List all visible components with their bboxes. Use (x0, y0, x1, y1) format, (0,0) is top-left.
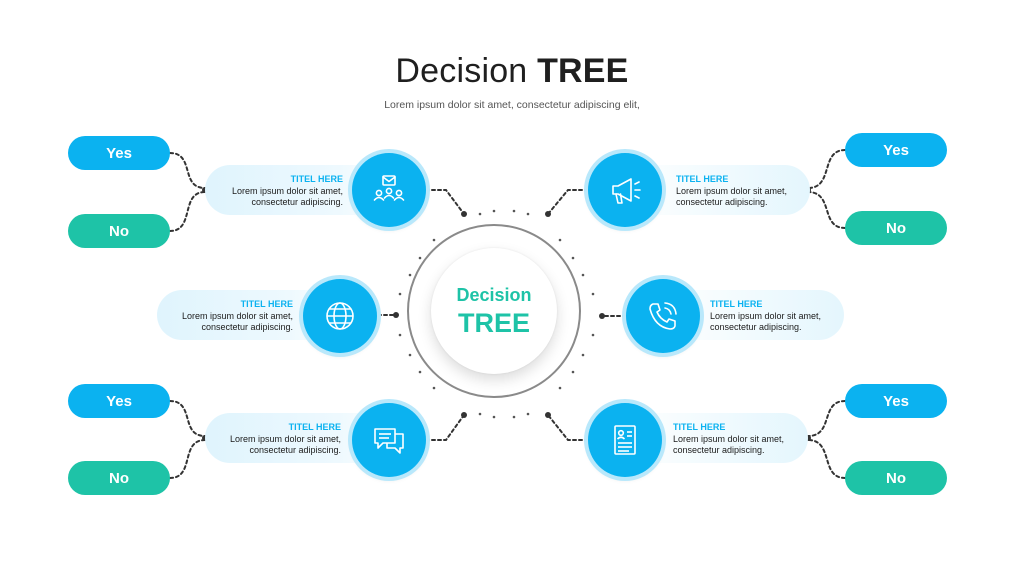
connector-bl-center (425, 414, 465, 441)
globe-node[interactable] (303, 279, 377, 353)
card-heading: TITEL HERE (676, 174, 729, 184)
team-email-node[interactable] (352, 153, 426, 227)
card-text-line2: consectetur adipiscing. (710, 322, 802, 332)
resume-document-icon (614, 425, 636, 455)
chat-bubbles-icon (374, 428, 404, 454)
center-node: Decision TREE (431, 248, 557, 374)
connector-tl-center (425, 189, 465, 215)
bottom-left-no-button[interactable]: No (68, 461, 170, 495)
bottom-left-card: TITEL HERE Lorem ipsum dolor sit amet, c… (205, 413, 395, 463)
megaphone-node[interactable] (588, 153, 662, 227)
phone-call-icon (649, 302, 677, 330)
page-subtitle: Lorem ipsum dolor sit amet, consectetur … (384, 99, 640, 111)
card-text-line1: Lorem ipsum dolor sit amet, (676, 185, 788, 196)
bottom-left-yes-button[interactable]: Yes (68, 384, 170, 418)
connector-tr-no (807, 191, 846, 229)
center-label-line1: Decision (456, 285, 532, 305)
center-ring (407, 224, 581, 398)
card-heading: TITEL HERE (710, 299, 763, 309)
connector-br-center (547, 414, 589, 441)
card-heading: TITEL HERE (673, 422, 726, 432)
connector-tr-center (547, 189, 589, 215)
card-text-line1: Lorem ipsum dolor sit amet, (181, 310, 293, 321)
title-bold: TREE (537, 52, 629, 90)
card-text-line2: consectetur adipiscing. (673, 445, 765, 455)
team-email-icon (373, 175, 405, 201)
connector-br-no (807, 439, 846, 479)
center-label-line2: TREE (457, 308, 530, 338)
connector-tl-no (169, 191, 206, 232)
connector-tl-yes (169, 152, 206, 189)
connector-br-yes (807, 400, 846, 437)
bottom-right-yes-button[interactable]: Yes (845, 384, 947, 418)
bottom-right-no-button[interactable]: No (845, 461, 947, 495)
card-text-line1: Lorem ipsum dolor sit amet, (231, 185, 343, 196)
page-title: Decision TREE (0, 52, 1024, 91)
card-heading: TITEL HERE (288, 422, 341, 432)
top-right-yes-button[interactable]: Yes (845, 133, 947, 167)
globe-icon (326, 302, 354, 330)
connector-bl-yes (169, 400, 206, 437)
title-light: Decision (395, 52, 528, 90)
card-text-line2: consectetur adipiscing. (251, 197, 343, 207)
ring-dots (398, 209, 595, 419)
phone-call-node[interactable] (626, 279, 700, 353)
top-left-yes-button[interactable]: Yes (68, 136, 170, 170)
card-text-line1: Lorem ipsum dolor sit amet, (710, 310, 822, 321)
top-left-no-button[interactable]: No (68, 214, 170, 248)
card-heading: TITEL HERE (240, 299, 293, 309)
chat-bubbles-node[interactable] (352, 403, 426, 477)
card-text-line1: Lorem ipsum dolor sit amet, (229, 433, 341, 444)
megaphone-icon (612, 178, 641, 204)
connector-tr-yes (807, 149, 846, 189)
card-heading: TITEL HERE (290, 174, 343, 184)
card-text-line1: Lorem ipsum dolor sit amet, (673, 433, 785, 444)
top-right-no-button[interactable]: No (845, 211, 947, 245)
card-text-line2: consectetur adipiscing. (201, 322, 293, 332)
resume-document-node[interactable] (588, 403, 662, 477)
card-text-line2: consectetur adipiscing. (249, 445, 341, 455)
connector-bl-no (169, 439, 206, 479)
card-text-line2: consectetur adipiscing. (676, 197, 768, 207)
